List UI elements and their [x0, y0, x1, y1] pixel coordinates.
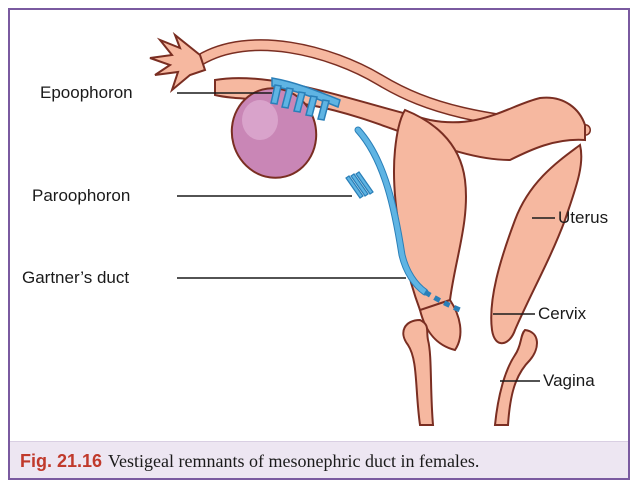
uterus-label: Uterus: [558, 209, 608, 226]
paroophoron-structure: [346, 172, 373, 198]
figure-frame: Epoophoron Paroophoron Gartner’s duct Ut…: [8, 8, 630, 480]
female-reproductive-tract-diagram: [10, 10, 630, 480]
figure-caption: Fig. 21.16 Vestigeal remnants of mesoneph…: [20, 451, 479, 472]
vagina-label: Vagina: [543, 372, 595, 389]
ovary-highlight: [242, 100, 278, 140]
fimbriae: [150, 35, 205, 90]
cervix-label: Cervix: [538, 305, 586, 322]
caption-text: Vestigeal remnants of mesonephric duct i…: [108, 451, 479, 471]
figure-number: Fig. 21.16: [20, 451, 102, 471]
gartners-duct-label: Gartner’s duct: [22, 269, 129, 286]
vagina-left-wall: [403, 320, 433, 425]
vagina-right-wall: [495, 330, 537, 425]
caption-bar: Fig. 21.16 Vestigeal remnants of mesoneph…: [10, 441, 628, 478]
epoophoron-label: Epoophoron: [40, 84, 133, 101]
paroophoron-label: Paroophoron: [32, 187, 130, 204]
